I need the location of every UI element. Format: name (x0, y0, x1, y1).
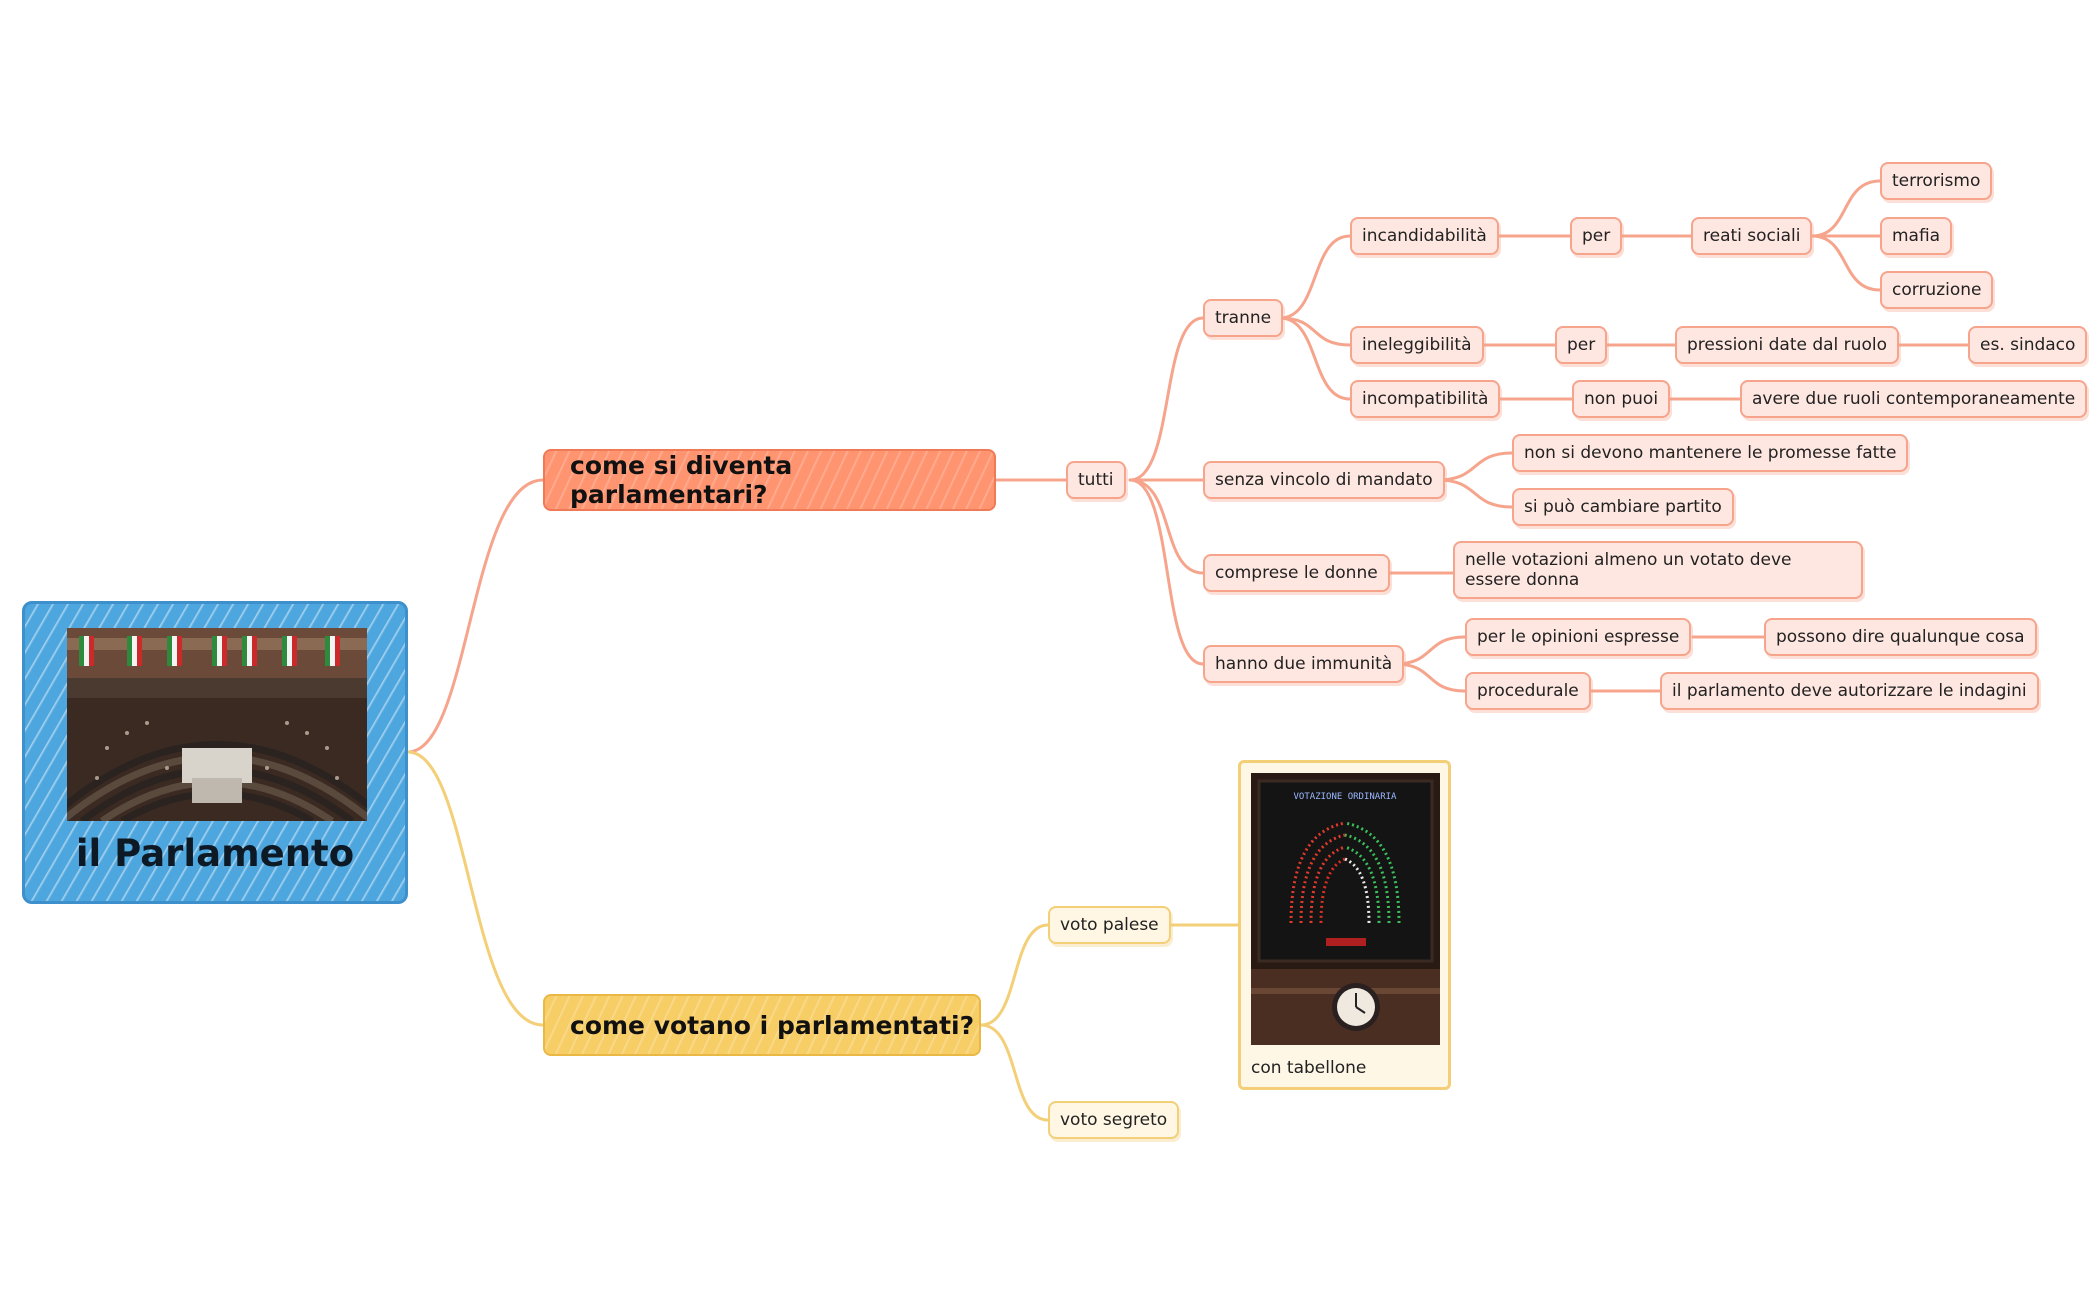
connector-root-votare (406, 750, 545, 1027)
tabellone-caption: con tabellone (1251, 1058, 1367, 1078)
connector-vincolo-partito (1436, 478, 1514, 509)
connector-tutti-immunita (1128, 478, 1205, 666)
node-tutti[interactable]: tutti (1066, 461, 1126, 499)
voting-board-photo: VOTAZIONE ORDINARIA (1251, 773, 1440, 1045)
root-node-parlamento[interactable]: il Parlamento (22, 601, 408, 904)
connector-tutti-tranne (1128, 316, 1205, 482)
node-terrorismo[interactable]: terrorismo (1880, 162, 1993, 200)
node-reati-sociali[interactable]: reati sociali (1691, 217, 1813, 255)
node-tranne[interactable]: tranne (1203, 299, 1284, 337)
connector-reati-terrorismo (1810, 179, 1882, 238)
connector-votare-segreto (979, 1023, 1050, 1122)
connector-tutti-donne (1128, 478, 1205, 575)
topic-come-votano[interactable]: come votano i parlamentati? (543, 994, 981, 1056)
connector-tranne-ineleggibilita (1278, 316, 1352, 347)
connector-reati-corruzione (1810, 234, 1882, 292)
node-tabellone-image[interactable]: VOTAZIONE ORDINARIA (1238, 760, 1451, 1090)
node-mafia[interactable]: mafia (1880, 217, 1953, 255)
connector-immunita-opinioni (1393, 635, 1467, 666)
node-promesse[interactable]: non si devono mantenere le promesse fatt… (1512, 434, 1909, 472)
node-opinioni-espresse[interactable]: per le opinioni espresse (1465, 618, 1692, 656)
connector-root-diventare (406, 478, 545, 754)
connector-vincolo-promesse (1436, 451, 1514, 482)
node-incompatibilita[interactable]: incompatibilità (1350, 380, 1501, 418)
topic-come-si-diventa[interactable]: come si diventa parlamentari? (543, 449, 996, 511)
board-screen-text: VOTAZIONE ORDINARIA (1294, 792, 1398, 802)
node-procedurale[interactable]: procedurale (1465, 672, 1591, 710)
node-voto-palese[interactable]: voto palese (1048, 906, 1171, 944)
node-per-incandidabilita[interactable]: per (1570, 217, 1623, 255)
node-ineleggibilita[interactable]: ineleggibilità (1350, 326, 1484, 364)
node-due-ruoli[interactable]: avere due ruoli contemporaneamente (1740, 380, 2088, 418)
node-senza-vincolo[interactable]: senza vincolo di mandato (1203, 461, 1445, 499)
node-due-immunita[interactable]: hanno due immunità (1203, 645, 1405, 683)
node-per-ineleggibilita[interactable]: per (1555, 326, 1608, 364)
node-corruzione[interactable]: corruzione (1880, 271, 1994, 309)
node-votazioni-donna[interactable]: nelle votazioni almeno un votato deve es… (1453, 541, 1863, 599)
node-es-sindaco[interactable]: es. sindaco (1968, 326, 2088, 364)
node-qualunque-cosa[interactable]: possono dire qualunque cosa (1764, 618, 2037, 656)
node-incandidabilita[interactable]: incandidabilità (1350, 217, 1499, 255)
node-voto-segreto[interactable]: voto segreto (1048, 1101, 1180, 1139)
node-autorizzare-indagini[interactable]: il parlamento deve autorizzare le indagi… (1660, 672, 2039, 710)
node-cambiare-partito[interactable]: si può cambiare partito (1512, 488, 1734, 526)
node-pressioni-ruolo[interactable]: pressioni date dal ruolo (1675, 326, 1899, 364)
root-title: il Parlamento (75, 832, 355, 875)
connector-votare-palese (979, 923, 1050, 1027)
connector-tranne-incandidabilita (1278, 234, 1352, 320)
connector-tranne-incompatibilita (1278, 316, 1352, 401)
connector-immunita-procedurale (1393, 662, 1467, 693)
node-comprese-donne[interactable]: comprese le donne (1203, 554, 1390, 592)
parliament-photo (67, 628, 367, 821)
node-non-puoi[interactable]: non puoi (1572, 380, 1671, 418)
